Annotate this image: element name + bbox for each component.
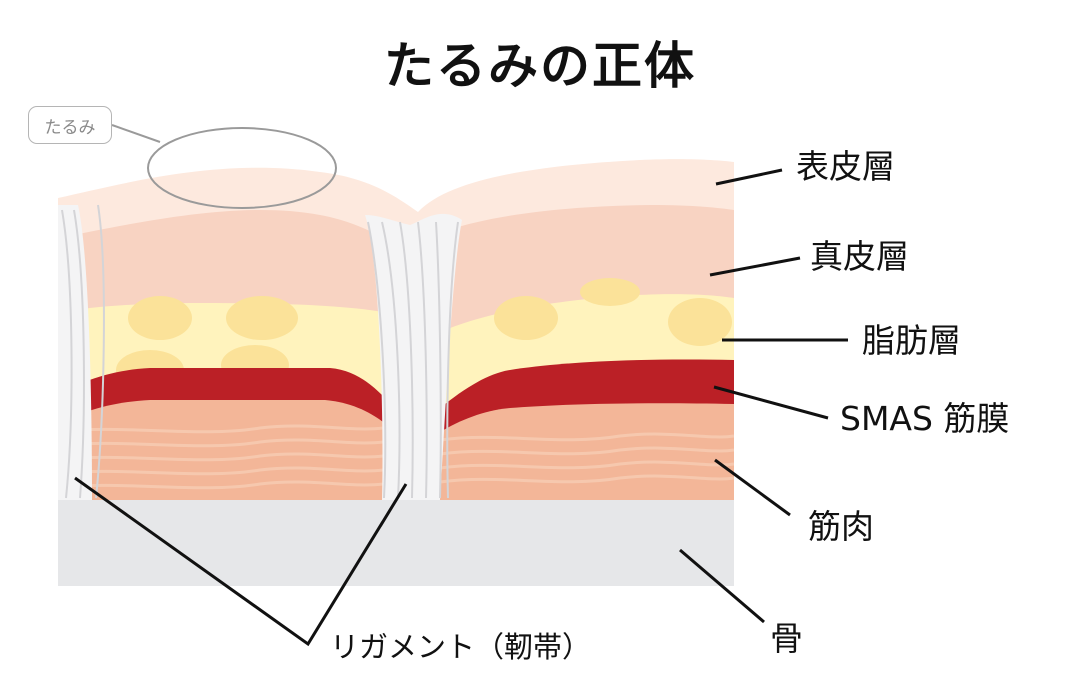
bone-layer (58, 496, 734, 586)
epidermis-leader (715, 168, 783, 186)
label-muscle: 筋肉 (808, 507, 874, 546)
label-dermis: 真皮層 (810, 237, 909, 276)
fat-blob (226, 296, 298, 340)
label-ligament: リガメント（靭帯） (330, 630, 592, 664)
muscle-fibers-right (440, 432, 734, 484)
fat-blob (668, 298, 732, 346)
smas-leader (713, 385, 829, 420)
fat-blob (580, 278, 640, 306)
fat-blob (128, 296, 192, 340)
sag-callout-label: たるみ (28, 106, 112, 144)
bone-leader (679, 548, 765, 624)
muscle-leader (714, 458, 791, 517)
fat-blob (494, 296, 558, 340)
sag-area-ellipse (147, 127, 337, 209)
dermis-leader (709, 256, 801, 277)
label-smas: SMAS 筋膜 (840, 399, 1010, 438)
muscle-fibers-left (59, 424, 383, 490)
callout-connector (111, 124, 161, 143)
ligament-leader (74, 476, 408, 647)
label-fat: 脂肪層 (862, 321, 961, 360)
label-epidermis: 表皮層 (796, 147, 895, 186)
leader-lines (74, 168, 848, 647)
label-bone: 骨 (770, 619, 803, 658)
page-title: たるみの正体 (384, 37, 696, 95)
ligament-left (58, 204, 105, 500)
ligament-center (365, 213, 462, 500)
